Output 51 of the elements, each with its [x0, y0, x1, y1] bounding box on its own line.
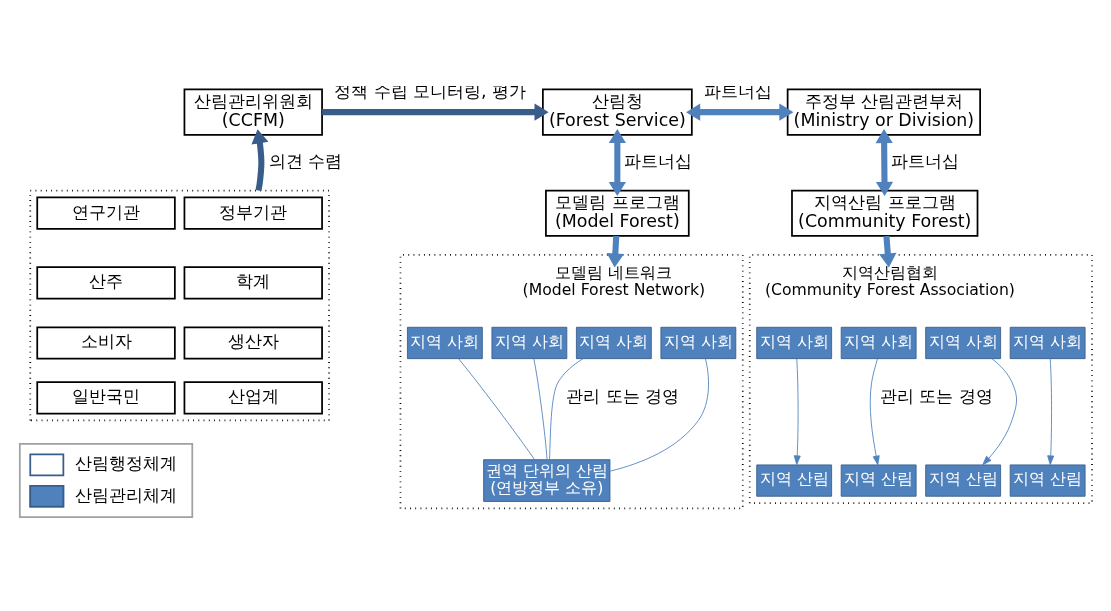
arrow [875, 128, 894, 197]
arrow [793, 358, 801, 465]
label: 관리 또는 경영 [566, 386, 680, 407]
node-box: 생산자 [183, 326, 323, 360]
arrow [606, 235, 624, 268]
node-box: 지역 산림 [756, 464, 833, 497]
arrow [608, 128, 626, 197]
node-box: 주정부 산림관련부처 (Ministry or Division) [786, 88, 981, 136]
node-box: 산림관리위원회 (CCFM) [183, 88, 323, 136]
connector [533, 358, 548, 460]
node-box: 지역 사회 [840, 326, 917, 360]
node-box: 권역 단위의 산림 (연방정부 소유) [483, 459, 611, 502]
node-box: 정부기관 [183, 196, 323, 230]
node-text: 지역산림협회 (Community Forest Association) [764, 262, 1015, 300]
arrow [251, 129, 269, 192]
arrow [982, 358, 1017, 466]
connector [609, 358, 709, 472]
arrow [869, 358, 880, 466]
node-box: 모델림 프로그램 (Model Forest) [545, 189, 690, 237]
node-box: 학계 [183, 266, 323, 300]
node-box: 산업계 [183, 381, 323, 415]
connector [458, 358, 535, 460]
node-box: 지역 산림 [1009, 464, 1086, 497]
node-box: 지역 사회 [925, 326, 1002, 360]
node-box: 소비자 [36, 326, 176, 360]
edge-label: 의견 수렴 [268, 151, 343, 172]
node-box: 지역 사회 [407, 326, 483, 360]
node-box: 지역산림 프로그램 (Community Forest) [791, 189, 979, 237]
edge-label: 파트너십 [624, 151, 693, 172]
node-box: 산주 [36, 266, 176, 300]
node-box: 지역 산림 [840, 464, 917, 497]
connector [549, 358, 584, 460]
legend-label: 산림행정체계 [74, 453, 177, 474]
node-box: 지역 사회 [756, 326, 833, 360]
node-box: 일반국민 [36, 381, 176, 415]
node-box: 지역 산림 [925, 464, 1002, 497]
node-text: 모델림 네트워크 (Model Forest Network) [522, 262, 706, 300]
node-box: 연구기관 [36, 196, 176, 230]
label: 관리 또는 경영 [879, 386, 993, 407]
arrow [1047, 358, 1055, 465]
cluster [29, 189, 330, 422]
arrow [322, 103, 549, 121]
arrow [686, 103, 794, 121]
node-box: 산림청 (Forest Service) [542, 88, 693, 136]
legend-label: 산림관리체계 [74, 484, 177, 505]
node-box: 지역 사회 [1009, 326, 1086, 360]
node-box: 지역 사회 [660, 326, 737, 360]
arrow [879, 235, 897, 268]
node-box: 지역 사회 [575, 326, 652, 360]
node-box: 지역 사회 [491, 326, 568, 360]
edge-label: 파트너십 [890, 151, 959, 172]
